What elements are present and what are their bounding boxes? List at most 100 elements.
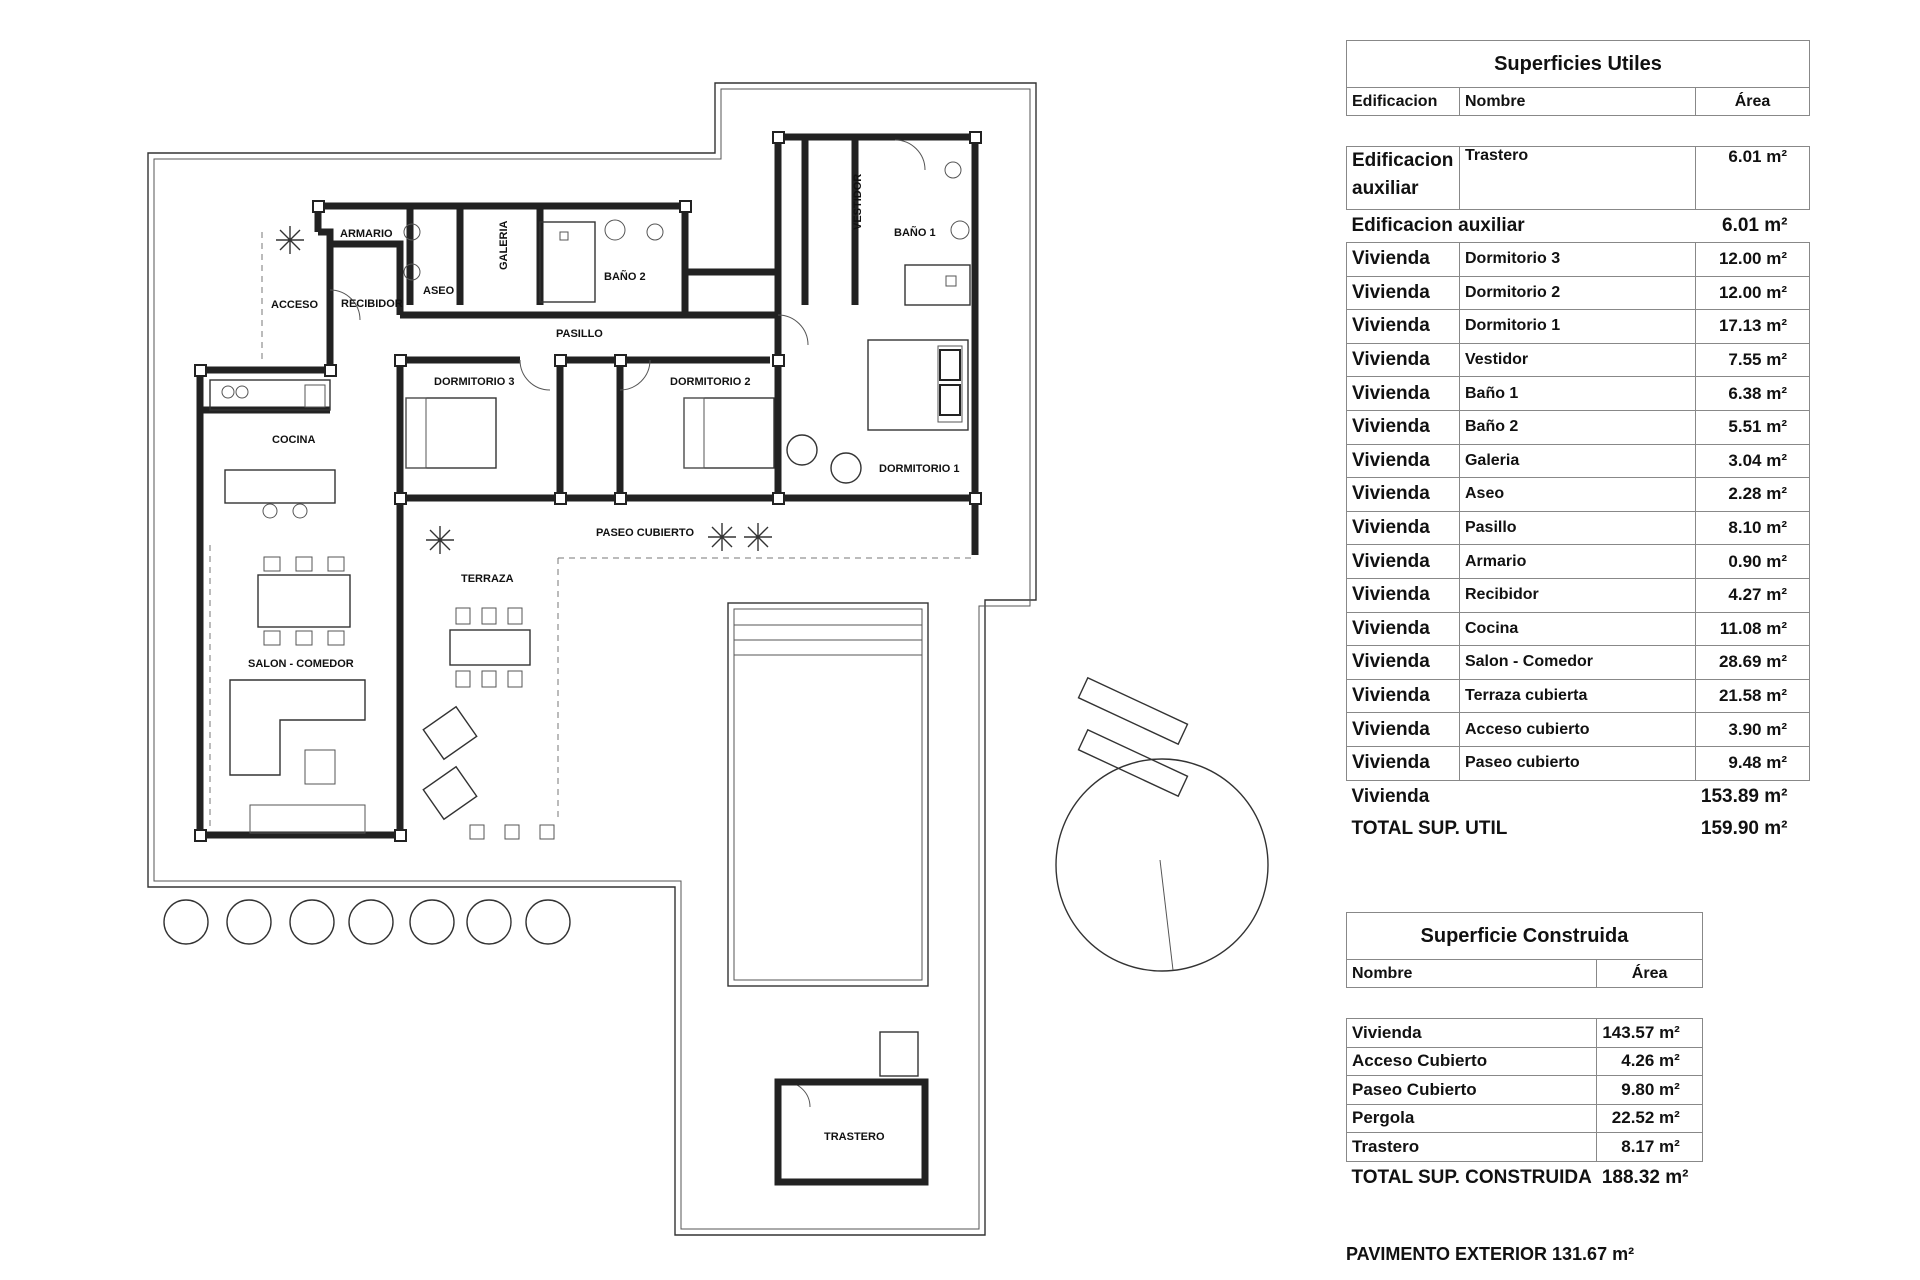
header-area: Área bbox=[1694, 87, 1811, 116]
cell-nombre: Paseo cubierto bbox=[1458, 745, 1696, 781]
cell-nombre: Trastero bbox=[1458, 146, 1696, 210]
header-nombre: Nombre bbox=[1458, 87, 1696, 116]
total-row: TOTAL SUP. CONSTRUIDA 188.32 m² bbox=[1347, 1161, 1703, 1194]
label-terraza: TERRAZA bbox=[461, 573, 514, 585]
cell-nombre: Paseo Cubierto bbox=[1345, 1075, 1598, 1105]
cell-edificacion: Vivienda bbox=[1346, 409, 1460, 445]
subtotal-label: Edificacion auxiliar bbox=[1351, 215, 1525, 236]
doors bbox=[329, 139, 926, 1108]
table-row: Edificacion auxiliar Trastero 6.01 m² bbox=[1346, 146, 1811, 210]
cell-nombre: Vivienda bbox=[1345, 1018, 1598, 1048]
cell-area: 22.52 m² bbox=[1596, 1103, 1703, 1133]
superficie-construida-table: Superficie Construida Nombre Área Vivien… bbox=[1345, 912, 1703, 1194]
total-label: TOTAL SUP. CONSTRUIDA bbox=[1351, 1166, 1592, 1188]
cell-edificacion: Vivienda bbox=[1346, 309, 1460, 344]
label-dormitorio1: DORMITORIO 1 bbox=[879, 463, 959, 475]
cell-area: 12.00 m² bbox=[1694, 275, 1811, 311]
cell-edificacion: Vivienda bbox=[1346, 242, 1460, 277]
cell-nombre: Recibidor bbox=[1458, 577, 1696, 613]
label-aseo: ASEO bbox=[423, 285, 455, 297]
label-pasillo: PASILLO bbox=[556, 328, 603, 340]
cell-area: 11.08 m² bbox=[1694, 611, 1811, 647]
label-dormitorio2: DORMITORIO 2 bbox=[670, 376, 750, 388]
cell-area: 6.01 m² bbox=[1694, 146, 1811, 210]
cell-area: 21.58 m² bbox=[1694, 678, 1811, 714]
cell-area: 28.69 m² bbox=[1694, 645, 1811, 680]
columns bbox=[194, 131, 982, 842]
kitchen-furniture bbox=[209, 379, 336, 519]
cell-area: 12.00 m² bbox=[1694, 242, 1811, 277]
cell-nombre: Dormitorio 3 bbox=[1458, 242, 1696, 277]
swimming-pool bbox=[727, 602, 929, 987]
header-nombre: Nombre bbox=[1345, 959, 1598, 988]
label-galeria: GALERIA bbox=[498, 220, 510, 270]
cell-edificacion: Vivienda bbox=[1346, 611, 1460, 647]
label-recibidor: RECIBIDOR bbox=[341, 298, 403, 310]
cell-nombre: Vestidor bbox=[1458, 342, 1696, 378]
cell-area: 0.90 m² bbox=[1694, 544, 1811, 579]
cell-edificacion: Vivienda bbox=[1346, 477, 1460, 512]
cell-edificacion: Vivienda bbox=[1346, 712, 1460, 747]
cell-edificacion: Vivienda bbox=[1346, 577, 1460, 613]
cell-nombre: Trastero bbox=[1345, 1132, 1598, 1162]
cell-edificacion: Vivienda bbox=[1346, 275, 1460, 311]
plant-icons bbox=[276, 226, 772, 554]
cell-area: 8.17 m² bbox=[1596, 1132, 1703, 1162]
plant-icon bbox=[426, 526, 454, 554]
cell-area: 6.38 m² bbox=[1694, 376, 1811, 411]
label-vestidor: VESTIDOR bbox=[852, 174, 864, 230]
total-label: TOTAL SUP. UTIL bbox=[1351, 817, 1508, 839]
cell-nombre: Terraza cubierta bbox=[1458, 678, 1696, 714]
cell-edificacion: Vivienda bbox=[1346, 678, 1460, 714]
total-area: 159.90 m² bbox=[1700, 817, 1788, 839]
plant-icon bbox=[744, 523, 772, 551]
label-paseo-cubierto: PASEO CUBIERTO bbox=[596, 527, 694, 539]
plant-icon bbox=[276, 226, 304, 254]
armchairs bbox=[422, 434, 862, 821]
cell-edificacion: Vivienda bbox=[1346, 745, 1460, 781]
bathroom-fixtures bbox=[403, 161, 971, 306]
label-acceso: ACCESO bbox=[271, 299, 319, 311]
cell-area: 4.27 m² bbox=[1694, 577, 1811, 613]
cell-area: 2.28 m² bbox=[1694, 477, 1811, 512]
header-edificacion: Edificacion bbox=[1346, 87, 1460, 116]
trastero-building bbox=[774, 1031, 929, 1186]
cell-nombre: Galeria bbox=[1458, 443, 1696, 479]
cell-nombre: Salon - Comedor bbox=[1458, 645, 1696, 680]
cell-edificacion: Vivienda bbox=[1346, 510, 1460, 546]
cell-edificacion: Vivienda bbox=[1346, 342, 1460, 378]
plant-icon bbox=[708, 523, 736, 551]
label-bano2: BAÑO 2 bbox=[604, 270, 646, 283]
cell-area: 5.51 m² bbox=[1694, 409, 1811, 445]
label-bano1: BAÑO 1 bbox=[894, 226, 936, 239]
label-salon-comedor: SALON - COMEDOR bbox=[248, 658, 354, 670]
covered-area-lines bbox=[209, 232, 975, 830]
total-area: 188.32 m² bbox=[1601, 1166, 1689, 1188]
cell-edificacion: Vivienda bbox=[1346, 645, 1460, 680]
superficies-utiles-table: Superficies Utiles Edificacion Nombre Ár… bbox=[1346, 40, 1811, 845]
subtotal-area: 6.01 m² bbox=[1722, 215, 1788, 236]
cell-area: 7.55 m² bbox=[1694, 342, 1811, 378]
cell-nombre: Cocina bbox=[1458, 611, 1696, 647]
plot-outline bbox=[147, 82, 1037, 1236]
pavimento-exterior: PAVIMENTO EXTERIOR 131.67 m² bbox=[1346, 1244, 1635, 1264]
bed-dormitorio-1 bbox=[867, 339, 969, 431]
cell-nombre: Dormitorio 2 bbox=[1458, 275, 1696, 311]
cell-area: 17.13 m² bbox=[1694, 309, 1811, 344]
cell-edificacion: Vivienda bbox=[1346, 376, 1460, 411]
